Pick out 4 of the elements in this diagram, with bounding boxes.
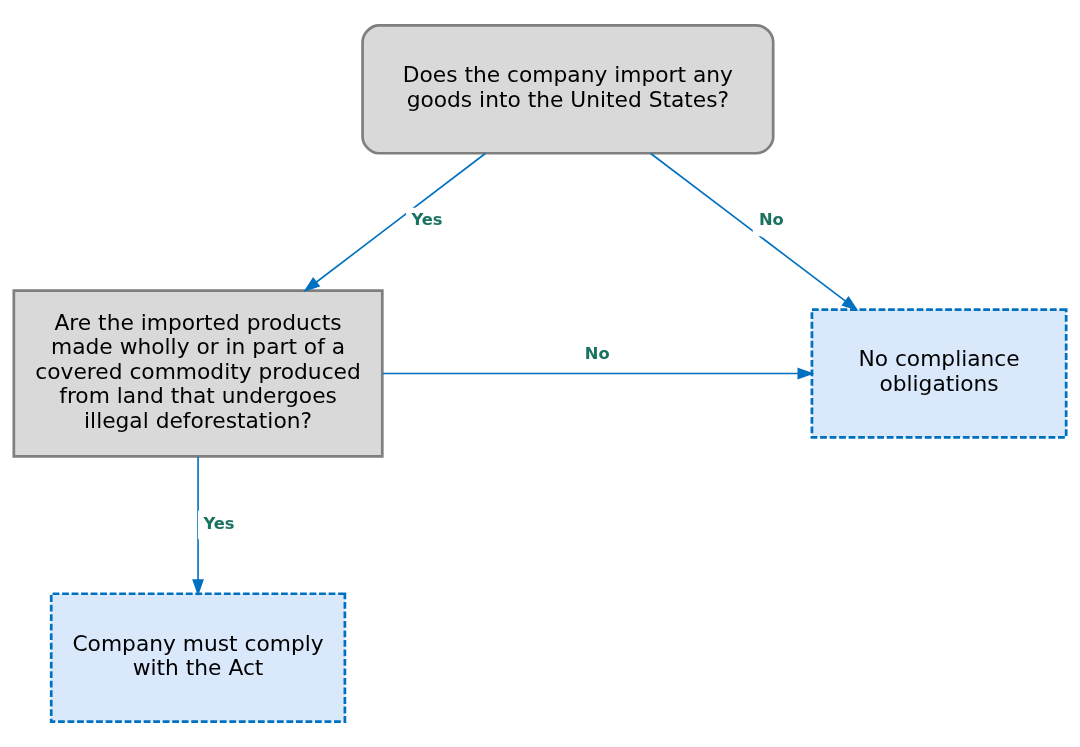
edge-label: No xyxy=(584,343,610,363)
edge-label: No xyxy=(758,210,784,230)
edge-label: Yes xyxy=(203,513,235,533)
edge-label: Yes xyxy=(411,210,443,230)
